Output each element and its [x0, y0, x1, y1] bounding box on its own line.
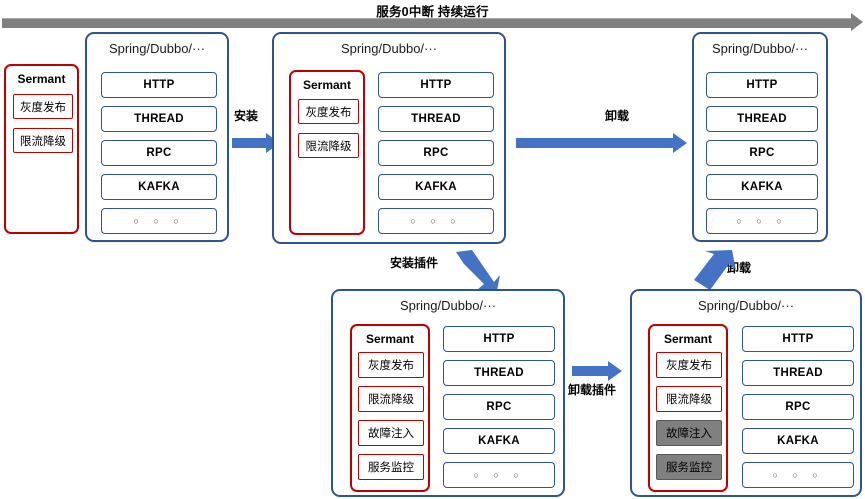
sermant-title: Sermant	[302, 78, 352, 92]
plugin-item[interactable]: 灰度发布	[358, 352, 424, 378]
framework-with-sermant-box: Spring/Dubbo/··· Sermant 灰度发布 限流降级 HTTP …	[272, 32, 506, 244]
plugin-item[interactable]: 故障注入	[358, 420, 424, 446]
plugin-item[interactable]: 灰度发布	[298, 99, 359, 124]
sermant-box: Sermant 灰度发布 限流降级 故障注入 服务监控	[648, 324, 728, 492]
tech-item-rpc[interactable]: RPC	[742, 394, 854, 420]
framework-plugins-removed-box: Spring/Dubbo/··· Sermant 灰度发布 限流降级 故障注入 …	[630, 289, 862, 497]
tech-item-kafka[interactable]: KAFKA	[101, 174, 217, 200]
sermant-title: Sermant	[365, 332, 415, 346]
tech-item-kafka[interactable]: KAFKA	[378, 174, 494, 200]
tech-item-rpc[interactable]: RPC	[378, 140, 494, 166]
arrow-uninstall-bottom	[694, 250, 736, 290]
plugin-item[interactable]: 服务监控	[358, 454, 424, 480]
plugin-item-disabled[interactable]: 故障注入	[656, 420, 722, 446]
transition-label-install-plugin: 安装插件	[390, 256, 439, 270]
plugin-item[interactable]: 限流降级	[358, 386, 424, 412]
tech-item-http[interactable]: HTTP	[101, 72, 217, 98]
timeline-arrow-head-icon	[851, 13, 863, 31]
framework-after-uninstall-box: Spring/Dubbo/··· HTTP THREAD RPC KAFKA ○…	[692, 32, 828, 242]
plugin-item[interactable]: 灰度发布	[13, 94, 73, 119]
sermant-title: Sermant	[17, 72, 66, 86]
timeline-arrow-shaft	[2, 18, 854, 28]
framework-title: Spring/Dubbo/···	[697, 298, 795, 313]
tech-item-more[interactable]: ○ ○ ○	[378, 208, 494, 234]
sermant-box: Sermant 灰度发布 限流降级	[289, 70, 365, 235]
sermant-box: Sermant 灰度发布 限流降级 故障注入 服务监控	[350, 324, 430, 492]
framework-plain-box: Spring/Dubbo/··· HTTP THREAD RPC KAFKA ○…	[85, 32, 229, 242]
framework-title: Spring/Dubbo/···	[340, 41, 438, 56]
tech-item-thread[interactable]: THREAD	[378, 106, 494, 132]
framework-plugins-added-box: Spring/Dubbo/··· Sermant 灰度发布 限流降级 故障注入 …	[331, 289, 565, 497]
tech-item-thread[interactable]: THREAD	[742, 360, 854, 386]
tech-item-thread[interactable]: THREAD	[706, 106, 818, 132]
tech-item-http[interactable]: HTTP	[443, 326, 555, 352]
plugin-item[interactable]: 限流降级	[656, 386, 722, 412]
transition-label-uninstall-top: 卸载	[605, 109, 630, 123]
tech-item-kafka[interactable]: KAFKA	[443, 428, 555, 454]
standalone-sermant-box: Sermant 灰度发布 限流降级	[4, 64, 79, 234]
plugin-item[interactable]: 限流降级	[298, 133, 359, 158]
tech-item-thread[interactable]: THREAD	[101, 106, 217, 132]
timeline-title: 服务0中断 持续运行	[376, 5, 489, 19]
sermant-title: Sermant	[663, 332, 713, 346]
tech-item-http[interactable]: HTTP	[378, 72, 494, 98]
tech-item-more[interactable]: ○ ○ ○	[101, 208, 217, 234]
plugin-item[interactable]: 灰度发布	[656, 352, 722, 378]
framework-title: Spring/Dubbo/···	[399, 298, 497, 313]
tech-item-rpc[interactable]: RPC	[706, 140, 818, 166]
tech-item-thread[interactable]: THREAD	[443, 360, 555, 386]
tech-item-http[interactable]: HTTP	[706, 72, 818, 98]
arrow-install-plugin	[456, 250, 500, 296]
tech-item-more[interactable]: ○ ○ ○	[443, 462, 555, 488]
plugin-item[interactable]: 限流降级	[13, 128, 73, 153]
transition-label-uninstall-plugin: 卸载插件	[568, 383, 617, 397]
tech-item-rpc[interactable]: RPC	[101, 140, 217, 166]
transition-label-install: 安装	[234, 109, 259, 123]
tech-item-kafka[interactable]: KAFKA	[706, 174, 818, 200]
tech-item-kafka[interactable]: KAFKA	[742, 428, 854, 454]
framework-title: Spring/Dubbo/···	[711, 41, 809, 56]
plugin-item-disabled[interactable]: 服务监控	[656, 454, 722, 480]
tech-item-more[interactable]: ○ ○ ○	[706, 208, 818, 234]
tech-item-rpc[interactable]: RPC	[443, 394, 555, 420]
tech-item-http[interactable]: HTTP	[742, 326, 854, 352]
tech-item-more[interactable]: ○ ○ ○	[742, 462, 854, 488]
framework-title: Spring/Dubbo/···	[108, 41, 206, 56]
